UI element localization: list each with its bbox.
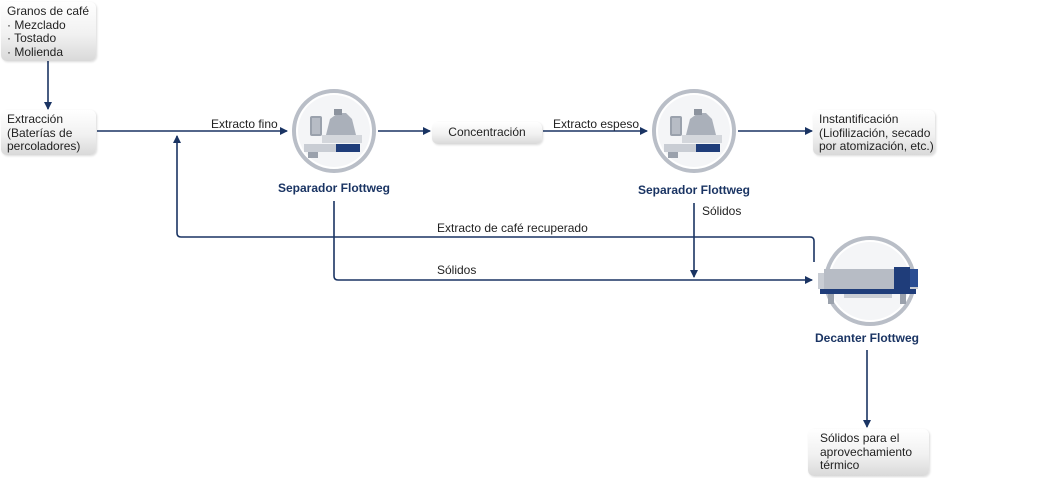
instantificacion-line: Instantificación <box>819 112 899 126</box>
separator-icon <box>292 89 376 173</box>
extraccion-line: (Baterías de <box>7 125 73 140</box>
label-separador2: Separador Flottweg <box>637 183 750 197</box>
label-decanter: Decanter Flottweg <box>814 331 919 345</box>
instantificacion-line: por atomización, etc.) <box>819 139 934 153</box>
box-concentracion: Concentración <box>432 122 542 144</box>
solidos-final-line: aprovechamiento <box>820 444 913 459</box>
separator-icon <box>652 89 736 173</box>
granos-line: Granos de café <box>7 4 90 18</box>
instantificacion-line: (Liofilización, secado <box>819 125 931 140</box>
granos-line: · Tostado <box>7 31 57 45</box>
box-instantificacion: Instantificación (Liofilización, secado … <box>813 110 935 155</box>
label-solidos-right: Sólidos <box>702 204 742 218</box>
decanter-icon <box>818 236 918 326</box>
concentracion-line: Concentración <box>448 125 526 139</box>
label-separador1: Separador Flottweg <box>277 181 390 195</box>
granos-line: · Mezclado <box>7 17 66 32</box>
extraccion-line: percoladores) <box>7 139 81 153</box>
label-solidos-bottom: Sólidos <box>437 263 477 277</box>
extraccion-line: Extracción <box>7 112 64 126</box>
box-extraccion: Extracción (Baterías de percoladores) <box>1 110 96 155</box>
box-solidos-final: Sólidos para el aprovechamiento térmico <box>808 429 929 476</box>
label-extracto-fino: Extracto fino <box>211 117 278 131</box>
arrow-recovered-extract <box>173 135 815 262</box>
solidos-final-line: Sólidos para el <box>820 431 900 445</box>
box-granos: Granos de café · Mezclado · Tostado · Mo… <box>1 2 96 61</box>
granos-line: · Molienda <box>7 44 64 59</box>
solidos-final-line: térmico <box>820 458 860 472</box>
label-extracto-espeso: Extracto espeso <box>553 117 640 131</box>
arrow-solidos-separador1 <box>333 201 813 284</box>
label-extracto-recuperado: Extracto de café recuperado <box>437 221 588 235</box>
